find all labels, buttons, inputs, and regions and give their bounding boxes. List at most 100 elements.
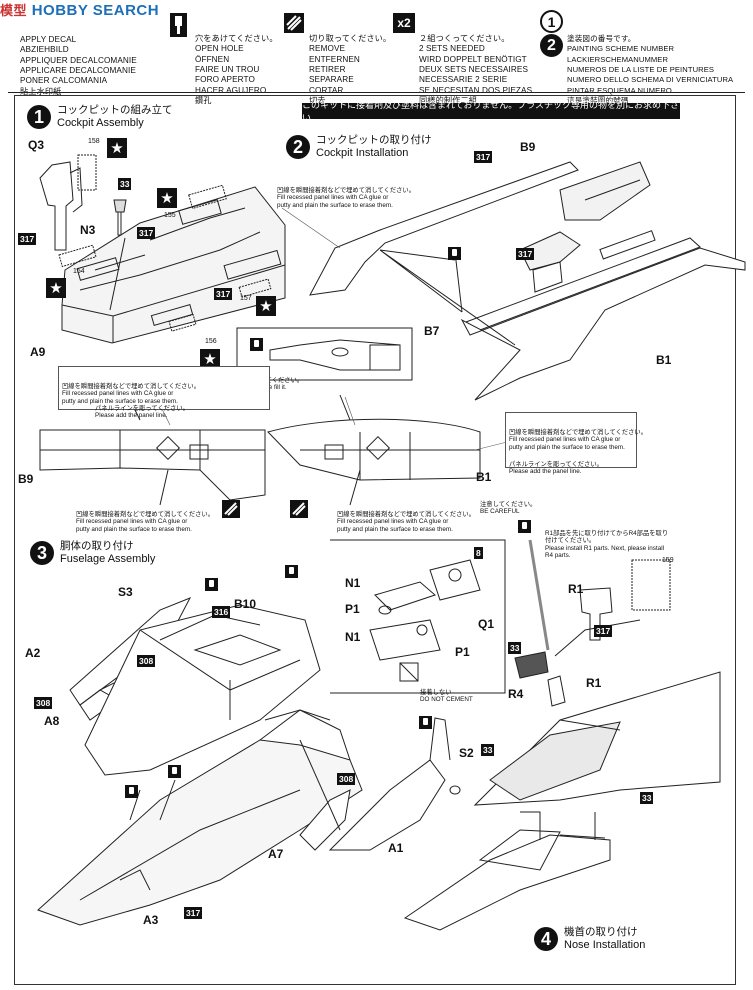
part-r1-b: R1	[586, 676, 602, 690]
decal-number: 156	[205, 338, 217, 345]
note-box-b1	[505, 412, 637, 468]
remove-icon	[284, 13, 304, 33]
part-a3: A3	[143, 913, 159, 927]
hole-icon	[125, 785, 138, 798]
color-tag: 308	[34, 697, 53, 709]
notice-banner: このキットに接着剤及び塗料は含まれておりません。プラスチック専用の物を別にお求め…	[302, 100, 680, 123]
instruction-frame	[14, 95, 736, 985]
remove-icon	[222, 500, 240, 518]
part-a7: A7	[268, 847, 284, 861]
step-3-number: 3	[30, 541, 54, 565]
part-n1-b: N1	[345, 630, 361, 644]
hole-icon	[518, 520, 531, 533]
note-fill-recessed-bottom-left: 凹線を瞬間接着剤などで埋めて消してください。Fill recessed pane…	[76, 510, 215, 533]
decal-number: 155	[164, 212, 176, 219]
decal-number: 158	[88, 138, 100, 145]
step-3-title-jp: 胴体の取り付け	[60, 540, 134, 552]
part-a8: A8	[44, 714, 60, 728]
hole-icon	[250, 338, 263, 351]
part-a2: A2	[25, 646, 41, 660]
step-1-number: 1	[27, 105, 51, 129]
color-tag: 8	[474, 547, 483, 559]
watermark: 模型 HOBBY SEARCH	[0, 0, 159, 19]
two-sets-icon: x2	[393, 13, 415, 33]
note-add-panel-b1: パネルラインを彫ってください。Please add the panel line…	[509, 460, 603, 476]
step-1-title-en: Cockpit Assembly	[57, 117, 144, 129]
part-r4: R4	[508, 687, 524, 701]
part-a9: A9	[30, 345, 46, 359]
color-tag: 33	[640, 792, 654, 804]
part-p1-b: P1	[455, 645, 470, 659]
scheme-number-icon-1: 1	[540, 10, 563, 33]
note-box-b9	[58, 366, 270, 410]
part-n1-a: N1	[345, 576, 361, 590]
part-b7: B7	[424, 324, 440, 338]
decal-star-icon: ★	[200, 349, 220, 369]
color-tag: 317	[594, 625, 613, 637]
note-fill-recessed-b9: 凹線を瞬間接着剤などで埋めて消してください。Fill recessed pane…	[62, 382, 201, 405]
part-q3: Q3	[28, 138, 45, 152]
color-tag: 308	[337, 773, 356, 785]
watermark-right: HOBBY SEARCH	[31, 2, 160, 19]
hole-icon	[419, 716, 432, 729]
step-1-title-jp: コックピットの組み立て	[57, 104, 173, 116]
part-b9-mid: B9	[18, 472, 34, 486]
note-fill-recessed-step2: 凹線を瞬間接着剤などで埋めて消してください。Fill recessed pane…	[277, 186, 416, 209]
part-p1-a: P1	[345, 602, 360, 616]
decal-number: 159	[662, 557, 674, 564]
color-tag: 33	[481, 744, 495, 756]
decal-star-icon: ★	[46, 278, 66, 298]
color-tag: 33	[118, 178, 132, 190]
hole-icon	[448, 247, 461, 260]
note-r-parts: R1部品を先に取り付けてからR4部品を取り 付けてください。Please ins…	[545, 529, 669, 560]
decal-number: 154	[73, 268, 85, 275]
hole-icon	[168, 765, 181, 778]
decal-number: 157	[240, 295, 252, 302]
color-tag: 317	[474, 151, 493, 163]
part-r1-a: R1	[568, 582, 584, 596]
color-tag: 317	[184, 907, 203, 919]
color-tag: 33	[508, 642, 522, 654]
part-s2: S2	[459, 746, 474, 760]
step-4-title-jp: 機首の取り付け	[564, 926, 638, 938]
legend-divider	[8, 92, 745, 93]
color-tag: 317	[214, 288, 233, 300]
note-fill-recessed-bottom-right: 凹線を瞬間接着剤などで埋めて消してください。Fill recessed pane…	[337, 510, 476, 533]
note-add-panel-b9: パネルラインを彫ってください。Please add the panel line…	[95, 404, 189, 420]
decal-star-icon: ★	[256, 296, 276, 316]
part-b1-mid: B1	[476, 470, 492, 484]
part-b1-top: B1	[656, 353, 672, 367]
step-2-title-jp: コックピットの取り付け	[316, 134, 432, 146]
decal-star-icon: ★	[157, 188, 177, 208]
note-be-careful: 注意してください。 BE CAREFUL	[480, 501, 537, 516]
step-2-title-en: Cockpit Installation	[316, 147, 409, 159]
part-s3: S3	[118, 585, 133, 599]
part-b9-top: B9	[520, 140, 536, 154]
part-n3: N3	[80, 223, 96, 237]
step-3-title-en: Fuselage Assembly	[60, 553, 156, 565]
step-4-title-en: Nose Installation	[564, 939, 646, 951]
watermark-left: 模型	[0, 3, 28, 18]
note-fill-recessed-b1: 凹線を瞬間接着剤などで埋めて消してください。Fill recessed pane…	[509, 428, 648, 451]
hole-icon	[205, 578, 218, 591]
step-4-number: 4	[534, 927, 558, 951]
color-tag: 317	[137, 227, 156, 239]
step-2-number: 2	[286, 135, 310, 159]
hole-icon	[170, 13, 187, 37]
hole-icon	[285, 565, 298, 578]
part-b10: B10	[234, 597, 257, 611]
remove-icon	[290, 500, 308, 518]
decal-star-icon: ★	[107, 138, 127, 158]
